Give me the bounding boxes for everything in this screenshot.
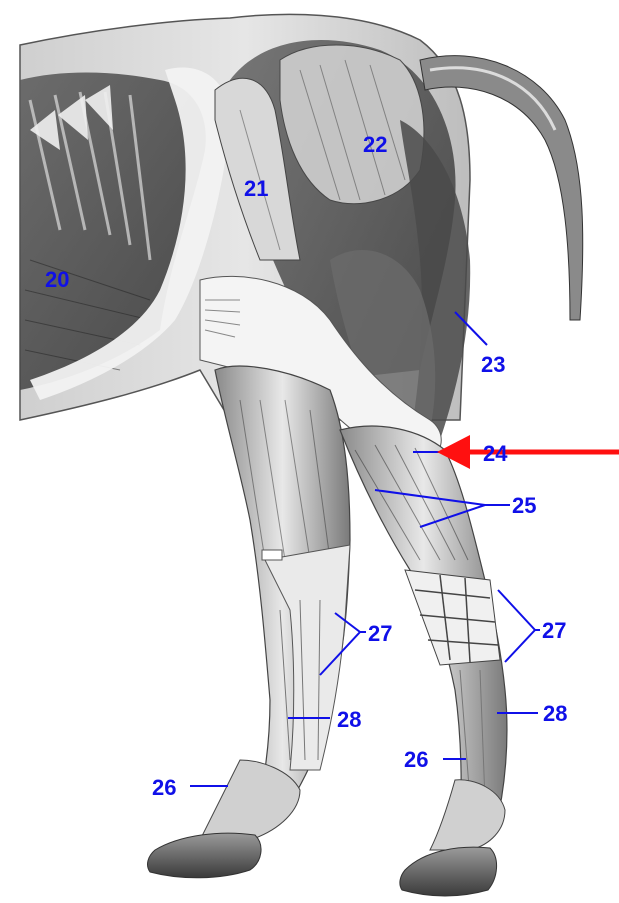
label-28-right: 28	[543, 701, 567, 726]
label-22: 22	[363, 132, 387, 157]
label-28-left: 28	[337, 707, 361, 732]
far-hind-leg	[148, 366, 350, 878]
label-26-right: 26	[404, 747, 428, 772]
label-20: 20	[45, 267, 69, 292]
label-27-left: 27	[368, 621, 392, 646]
label-21: 21	[244, 176, 268, 201]
label-27-right: 27	[542, 618, 566, 643]
label-24: 24	[483, 441, 508, 466]
label-26-left: 26	[152, 775, 176, 800]
label-23: 23	[481, 352, 505, 377]
red-arrow-icon	[437, 435, 619, 469]
label-25: 25	[512, 493, 536, 518]
bracket-27b	[498, 590, 535, 662]
